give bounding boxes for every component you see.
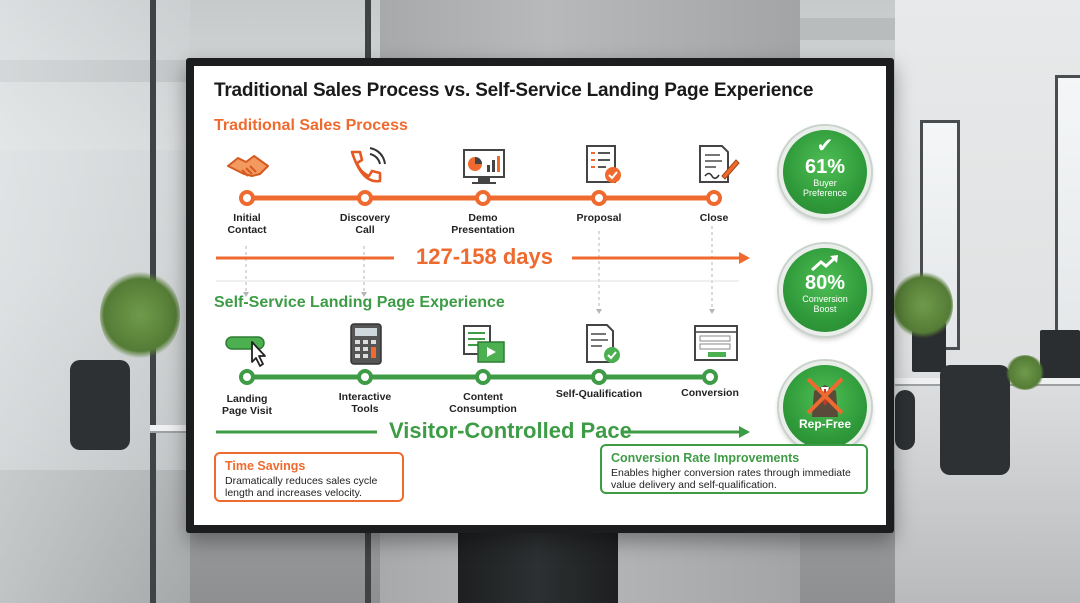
- monitor-chart-icon: [460, 144, 508, 190]
- timeline-node: [357, 190, 373, 206]
- timeline-node: [706, 190, 722, 206]
- step-label-demo-presentation: Demo Presentation: [451, 212, 515, 236]
- step-label-discovery-call: Discovery Call: [339, 212, 391, 236]
- selfservice-heading: Self-Service Landing Page Experience: [214, 294, 505, 311]
- timeline-node: [591, 190, 607, 206]
- plant: [1005, 355, 1045, 390]
- timeline-node: [475, 190, 491, 206]
- monitor-stand: [458, 525, 618, 603]
- step-label-interactive-tools: Interactive Tools: [338, 391, 392, 415]
- step-label-close: Close: [699, 212, 729, 224]
- timeline-node: [591, 369, 607, 385]
- timeline-node: [239, 190, 255, 206]
- window: [1055, 75, 1080, 365]
- infographic-screen: Traditional Sales Process vs. Self-Servi…: [194, 66, 886, 525]
- page-title: Traditional Sales Process vs. Self-Servi…: [214, 80, 814, 101]
- office-chair: [70, 360, 130, 450]
- buyer-preference-badge: ✔ 61% Buyer Preference: [779, 126, 871, 218]
- rep-free-badge: Rep-Free: [779, 361, 871, 453]
- handshake-icon: [224, 144, 272, 190]
- office-desk: [150, 425, 190, 433]
- step-label-self-qualification: Self-Qualification: [555, 388, 643, 400]
- time-savings-box: Time Savings Dramatically reduces sales …: [214, 452, 404, 502]
- display-monitor: Traditional Sales Process vs. Self-Servi…: [186, 58, 894, 533]
- video-content-icon: [460, 322, 508, 368]
- calculator-icon: [342, 322, 390, 368]
- checkmark-icon: ✔: [816, 135, 834, 157]
- form-submit-icon: [692, 322, 740, 368]
- time-savings-body: Dramatically reduces sales cycle length …: [225, 475, 378, 499]
- checklist-icon: [578, 142, 626, 188]
- office-chair: [940, 365, 1010, 475]
- traditional-heading: Traditional Sales Process: [214, 117, 408, 134]
- pace-text: Visitor-Controlled Pace: [389, 418, 632, 443]
- step-label-conversion: Conversion: [681, 387, 739, 399]
- timeline-node: [239, 369, 255, 385]
- conversion-boost-badge: 80% Conversion Boost: [779, 244, 871, 336]
- phone-icon: [342, 144, 390, 190]
- document-check-icon: [578, 322, 626, 368]
- badge-label: Buyer Preference: [802, 178, 848, 198]
- badge-label: Rep-Free: [798, 417, 851, 431]
- plant: [893, 270, 953, 340]
- trend-up-icon: [783, 254, 867, 272]
- badge-label: Conversion Boost: [802, 294, 848, 314]
- step-label-proposal: Proposal: [576, 212, 622, 224]
- step-label-content-consumption: Content Consumption: [449, 391, 517, 415]
- timeline-node: [702, 369, 718, 385]
- timeline-node: [357, 369, 373, 385]
- plant: [100, 270, 180, 360]
- office-monitor: [1040, 330, 1080, 385]
- duration-text: 127-158 days: [416, 244, 553, 269]
- office-chair: [895, 390, 915, 450]
- conversion-rate-body: Enables higher conversion rates through …: [611, 467, 851, 491]
- step-label-initial-contact: Initial Contact: [227, 212, 267, 236]
- timeline-node: [475, 369, 491, 385]
- crossed-salesman-icon: [783, 373, 867, 419]
- badge-value: 61%: [804, 156, 846, 178]
- conversion-rate-heading: Conversion Rate Improvements: [611, 451, 800, 465]
- click-button-icon: [224, 324, 272, 370]
- badge-value: 80%: [804, 272, 846, 294]
- step-label-landing-page-visit: Landing Page Visit: [222, 393, 272, 417]
- time-savings-heading: Time Savings: [225, 459, 306, 473]
- conversion-rate-box: Conversion Rate Improvements Enables hig…: [600, 444, 868, 494]
- contract-sign-icon: [692, 142, 740, 188]
